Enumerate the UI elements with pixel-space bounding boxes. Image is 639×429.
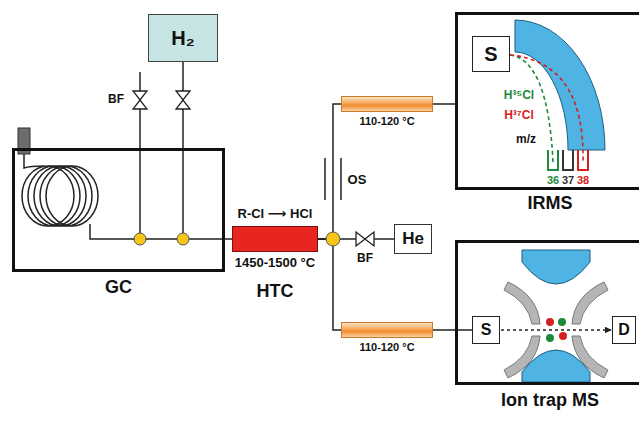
node-text: D bbox=[618, 321, 630, 339]
node-text: H₂ bbox=[171, 27, 194, 50]
end-cap bbox=[572, 282, 608, 324]
column-coil bbox=[40, 166, 92, 226]
text-label: m/z bbox=[516, 133, 536, 146]
junction-dot bbox=[134, 233, 146, 245]
valve-symbol bbox=[356, 232, 365, 246]
text-label: H³⁷Cl bbox=[504, 109, 534, 122]
valve-symbol bbox=[365, 232, 374, 246]
ion-dot bbox=[546, 334, 554, 342]
valve-symbol bbox=[176, 100, 190, 109]
node-text: R-Cl ⟶ HCl bbox=[238, 207, 313, 222]
hydrogen-line bbox=[182, 148, 184, 239]
node-text: 110-120 °C bbox=[359, 341, 414, 354]
column-outlet bbox=[90, 224, 225, 239]
connector bbox=[318, 239, 341, 330]
valve-symbol bbox=[133, 100, 147, 109]
node-text: GC bbox=[105, 277, 132, 298]
gas-supply-box: H₂ bbox=[148, 14, 218, 62]
connector bbox=[501, 329, 611, 331]
text-label: BF bbox=[357, 252, 373, 265]
column-coil bbox=[34, 166, 86, 226]
heated-transfer-line: 110-120 °C bbox=[341, 322, 433, 338]
ring-electrode bbox=[522, 250, 590, 284]
text-label: OS bbox=[348, 173, 367, 187]
heated-transfer-line: 110-120 °C bbox=[341, 96, 433, 112]
magnet-sector bbox=[515, 20, 605, 150]
node-text: HTC bbox=[257, 281, 294, 302]
end-cap bbox=[504, 282, 540, 324]
node-text: 1450-1500 °C bbox=[235, 256, 315, 271]
text-label: 36 bbox=[547, 174, 559, 186]
text-label: 37 bbox=[562, 174, 574, 186]
faraday-cup bbox=[563, 150, 573, 170]
connector bbox=[433, 329, 455, 331]
end-cap bbox=[572, 336, 608, 378]
node-text: S bbox=[481, 321, 492, 339]
connector bbox=[318, 104, 341, 239]
text-label: H³⁵Cl bbox=[504, 89, 534, 102]
column-coil bbox=[46, 166, 98, 226]
inlet-line bbox=[458, 329, 472, 331]
ion-dot bbox=[559, 332, 567, 340]
node-text: 110-120 °C bbox=[359, 115, 414, 128]
end-cap bbox=[504, 336, 540, 378]
gas-supply-box: He bbox=[394, 224, 432, 254]
faraday-cup bbox=[548, 150, 558, 170]
gc-oven: GC bbox=[12, 148, 225, 272]
instrument-box: IRMSS bbox=[455, 12, 639, 190]
faraday-cup bbox=[578, 150, 588, 170]
ion-source-box: S bbox=[472, 36, 510, 72]
node-text: Ion trap MS bbox=[501, 390, 599, 411]
connector bbox=[225, 238, 232, 240]
node-text: He bbox=[402, 229, 424, 249]
valve-symbol bbox=[133, 91, 147, 100]
instrument-box: Ion trap MSSD bbox=[455, 240, 639, 385]
ion-dot bbox=[558, 318, 566, 326]
junction-dot bbox=[177, 233, 189, 245]
reactor-tube: R-Cl ⟶ HCl1450-1500 °CHTC bbox=[232, 226, 318, 252]
ion-dot bbox=[546, 318, 554, 326]
valve-symbol bbox=[176, 91, 190, 100]
column-inlet bbox=[24, 154, 44, 168]
node-text: S bbox=[484, 43, 497, 66]
text-label: 38 bbox=[577, 174, 589, 186]
connector bbox=[433, 103, 455, 105]
junction-dot bbox=[326, 232, 340, 246]
node-text: IRMS bbox=[528, 193, 573, 214]
text-label: BF bbox=[108, 93, 124, 106]
ion-source-box: S bbox=[472, 316, 500, 344]
open-split bbox=[325, 158, 341, 200]
detector-box: D bbox=[612, 316, 636, 344]
